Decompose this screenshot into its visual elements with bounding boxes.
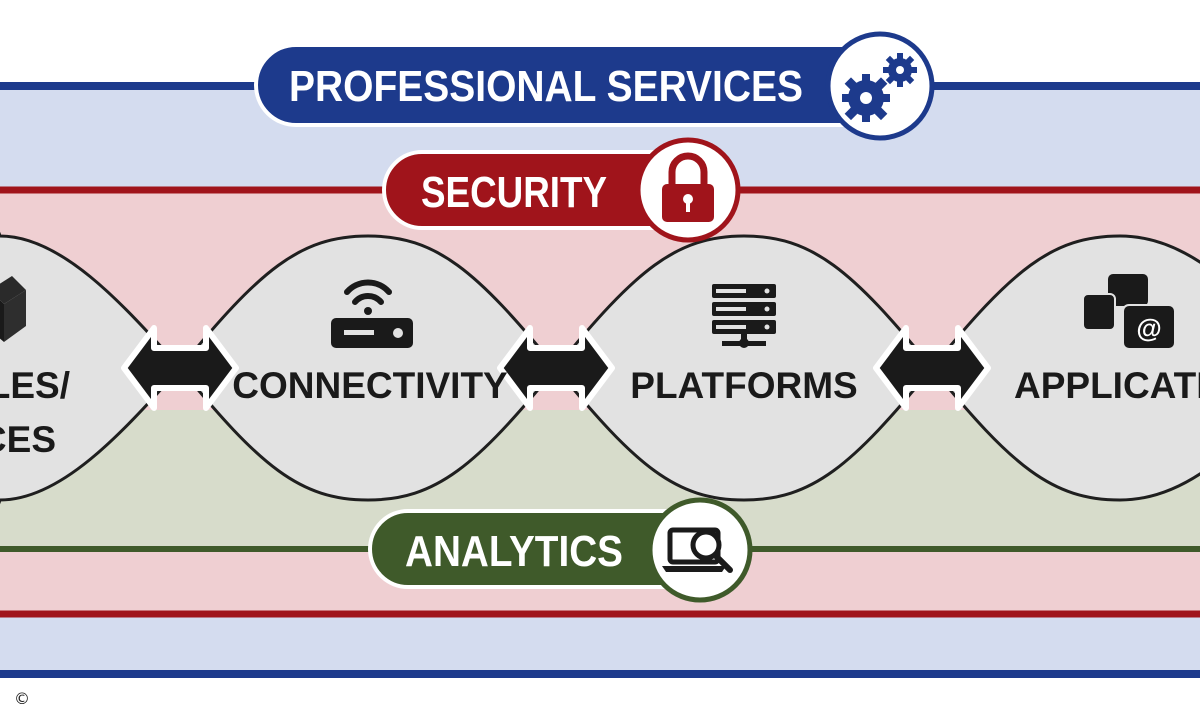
copyright-mark: © xyxy=(14,689,30,708)
router-wifi-icon xyxy=(331,279,413,348)
server-icon xyxy=(712,284,776,348)
security-label: SECURITY xyxy=(421,168,607,217)
analytics-label: ANALYTICS xyxy=(405,527,623,576)
node-label-applications: APPLICATIO xyxy=(1014,365,1200,406)
apps-icon: @ xyxy=(1082,274,1176,350)
professional-services-badge: PROFESSIONAL SERVICES xyxy=(254,31,935,141)
laptop-magnifier-icon xyxy=(662,527,733,573)
padlock-icon xyxy=(662,152,714,222)
box-icon xyxy=(0,276,26,342)
svg-text:@: @ xyxy=(1136,313,1161,343)
node-label-modules-line1: LES/ xyxy=(0,365,70,406)
double-arrow-icon xyxy=(121,325,239,411)
node-label-platforms: PLATFORMS xyxy=(630,365,857,406)
node-label-modules-line2: CES xyxy=(0,419,56,460)
node-label-connectivity: CONNECTIVITY xyxy=(232,365,508,406)
analytics-badge: ANALYTICS xyxy=(368,497,753,603)
security-badge: SECURITY xyxy=(382,137,741,243)
double-arrow-icon xyxy=(497,325,615,411)
double-arrow-icon xyxy=(873,325,991,411)
professional-services-label: PROFESSIONAL SERVICES xyxy=(289,62,803,111)
